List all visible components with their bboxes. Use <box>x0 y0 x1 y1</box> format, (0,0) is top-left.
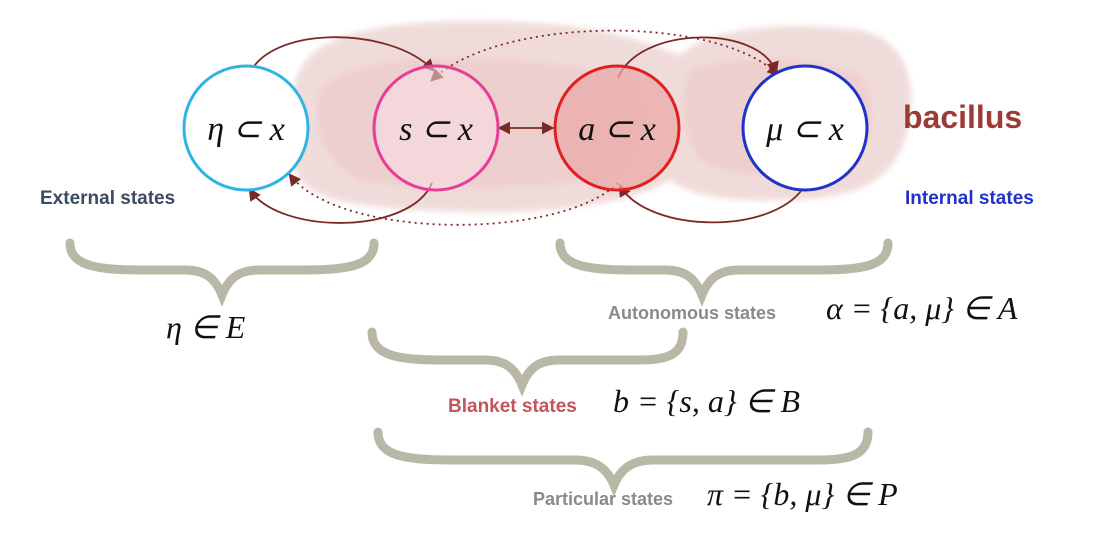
braces <box>65 238 893 497</box>
arrow-s-to-eta <box>248 182 433 224</box>
arrow-s-to-mu-dotted <box>430 29 780 82</box>
arrow-eta-to-s <box>247 36 435 79</box>
autonomous-formula: α = {a, μ} ∈ A <box>826 290 1018 326</box>
node-mu-circle <box>741 64 869 192</box>
node-eta-circle <box>182 64 310 192</box>
arrow-a-to-mu <box>617 36 779 79</box>
bacillus-label: bacillus <box>903 99 1022 135</box>
arrows <box>247 29 807 226</box>
node-a-circle <box>553 64 681 192</box>
particular-formula: π = {b, μ} ∈ P <box>707 476 898 512</box>
brace-particular <box>373 427 873 497</box>
node-eta: η ⊂ x <box>182 64 310 192</box>
external-formula: η ∈ E <box>166 309 246 345</box>
internal-states-label: Internal states <box>905 188 1034 209</box>
node-mu: μ ⊂ x <box>741 64 869 192</box>
external-states-label: External states <box>40 188 175 209</box>
node-a: a ⊂ x <box>553 64 681 192</box>
brace-autonomous <box>555 238 893 307</box>
node-s-circle <box>372 64 500 192</box>
brace-external <box>65 238 379 307</box>
blanket-states-label: Blanket states <box>448 396 577 417</box>
node-mu-label: μ ⊂ x <box>765 111 844 148</box>
particular-states-label: Particular states <box>533 489 673 509</box>
brace-blanket <box>367 327 688 397</box>
node-s-label: s ⊂ x <box>399 111 473 148</box>
node-a-label: a ⊂ x <box>578 111 656 148</box>
arrow-a-to-eta-dotted <box>288 173 619 226</box>
node-s: s ⊂ x <box>372 64 500 192</box>
autonomous-states-label: Autonomous states <box>608 303 776 323</box>
blanket-formula: b = {s, a} ∈ B <box>613 383 800 419</box>
node-eta-label: η ⊂ x <box>207 111 284 148</box>
arrow-mu-to-a <box>618 182 807 224</box>
